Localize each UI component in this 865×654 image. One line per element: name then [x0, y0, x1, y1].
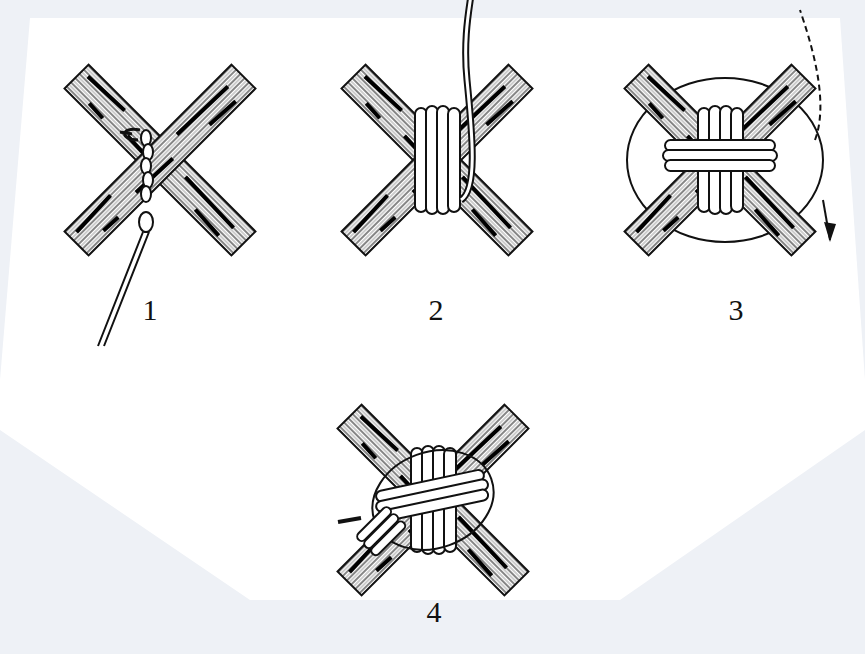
step-number: 4: [427, 597, 442, 627]
step-3-figure: [625, 10, 836, 255]
step-4-figure: [338, 405, 529, 596]
step-number: 3: [729, 295, 744, 325]
step-1-figure: [65, 65, 256, 346]
step-number: 1: [143, 295, 158, 325]
step-2-figure: [342, 0, 533, 255]
background-panel: [0, 18, 865, 600]
step-number: 2: [429, 295, 444, 325]
